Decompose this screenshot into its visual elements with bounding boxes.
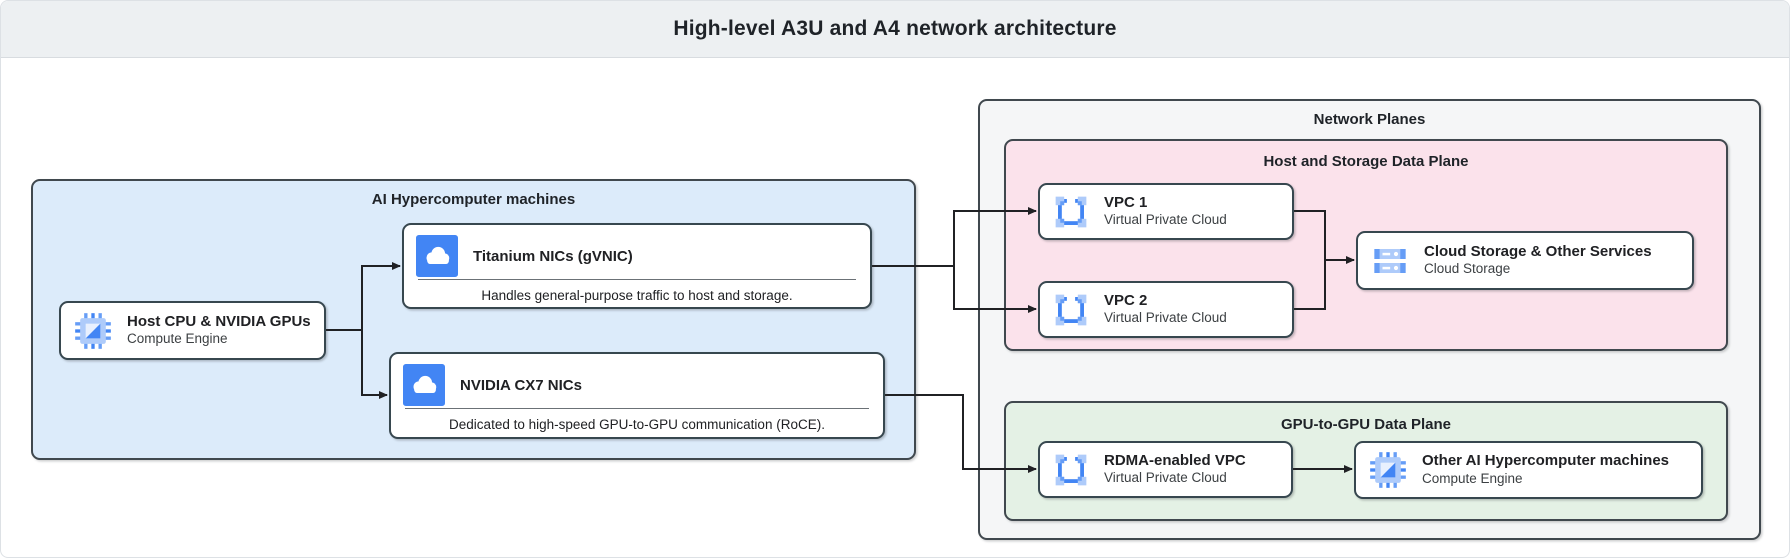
group-label: Host and Storage Data Plane [1263,153,1469,170]
cloud-storage-icon [1370,241,1410,281]
vpc-icon [1052,193,1090,231]
node-title: RDMA-enabled VPC [1104,451,1246,469]
page-title: High-level A3U and A4 network architectu… [673,17,1117,40]
node-host-cpu-nvidia-gpus: Host CPU & NVIDIA GPUs Compute Engine [59,301,326,360]
group-label: AI Hypercomputer machines [371,191,576,208]
node-subtitle: Virtual Private Cloud [1104,212,1227,228]
cloud-icon [403,364,445,406]
node-subtitle: Compute Engine [127,331,228,347]
group-label: GPU-to-GPU Data Plane [1280,416,1452,433]
node-titanium-nics: Titanium NICs (gVNIC) Handles general-pu… [402,223,872,309]
compute-engine-icon [73,311,113,351]
cloud-icon [416,235,458,277]
node-subtitle: Virtual Private Cloud [1104,310,1227,326]
node-title: Other AI Hypercomputer machines [1422,452,1670,470]
node-nvidia-cx7-nics: NVIDIA CX7 NICs Dedicated to high-speed … [389,352,885,439]
node-subtitle: Virtual Private Cloud [1104,470,1227,486]
node-title: NVIDIA CX7 NICs [460,376,582,394]
node-title: Titanium NICs (gVNIC) [473,247,633,265]
node-subtitle: Compute Engine [1422,470,1523,486]
compute-engine-icon [1368,450,1408,490]
node-vpc-2: VPC 2 Virtual Private Cloud [1038,281,1294,338]
title-bar: High-level A3U and A4 network architectu… [1,1,1789,58]
node-title: VPC 1 [1104,193,1148,211]
node-other-ai-hypercomputer-machines: Other AI Hypercomputer machines Compute … [1354,441,1703,499]
node-subtitle: Cloud Storage [1424,261,1511,277]
node-caption: Handles general-purpose traffic to host … [481,288,793,303]
node-cloud-storage-other-services: Cloud Storage & Other Services Cloud Sto… [1356,231,1694,290]
node-rdma-enabled-vpc: RDMA-enabled VPC Virtual Private Cloud [1038,441,1293,498]
vpc-icon [1052,291,1090,329]
node-title: VPC 2 [1104,291,1148,309]
node-title: Cloud Storage & Other Services [1424,242,1652,260]
node-caption: Dedicated to high-speed GPU-to-GPU commu… [449,417,825,432]
node-vpc-1: VPC 1 Virtual Private Cloud [1038,183,1294,240]
node-title: Host CPU & NVIDIA GPUs [127,312,311,330]
divider [405,408,869,409]
vpc-icon [1052,451,1090,489]
divider [418,279,856,280]
group-label: Network Planes [1313,111,1426,128]
